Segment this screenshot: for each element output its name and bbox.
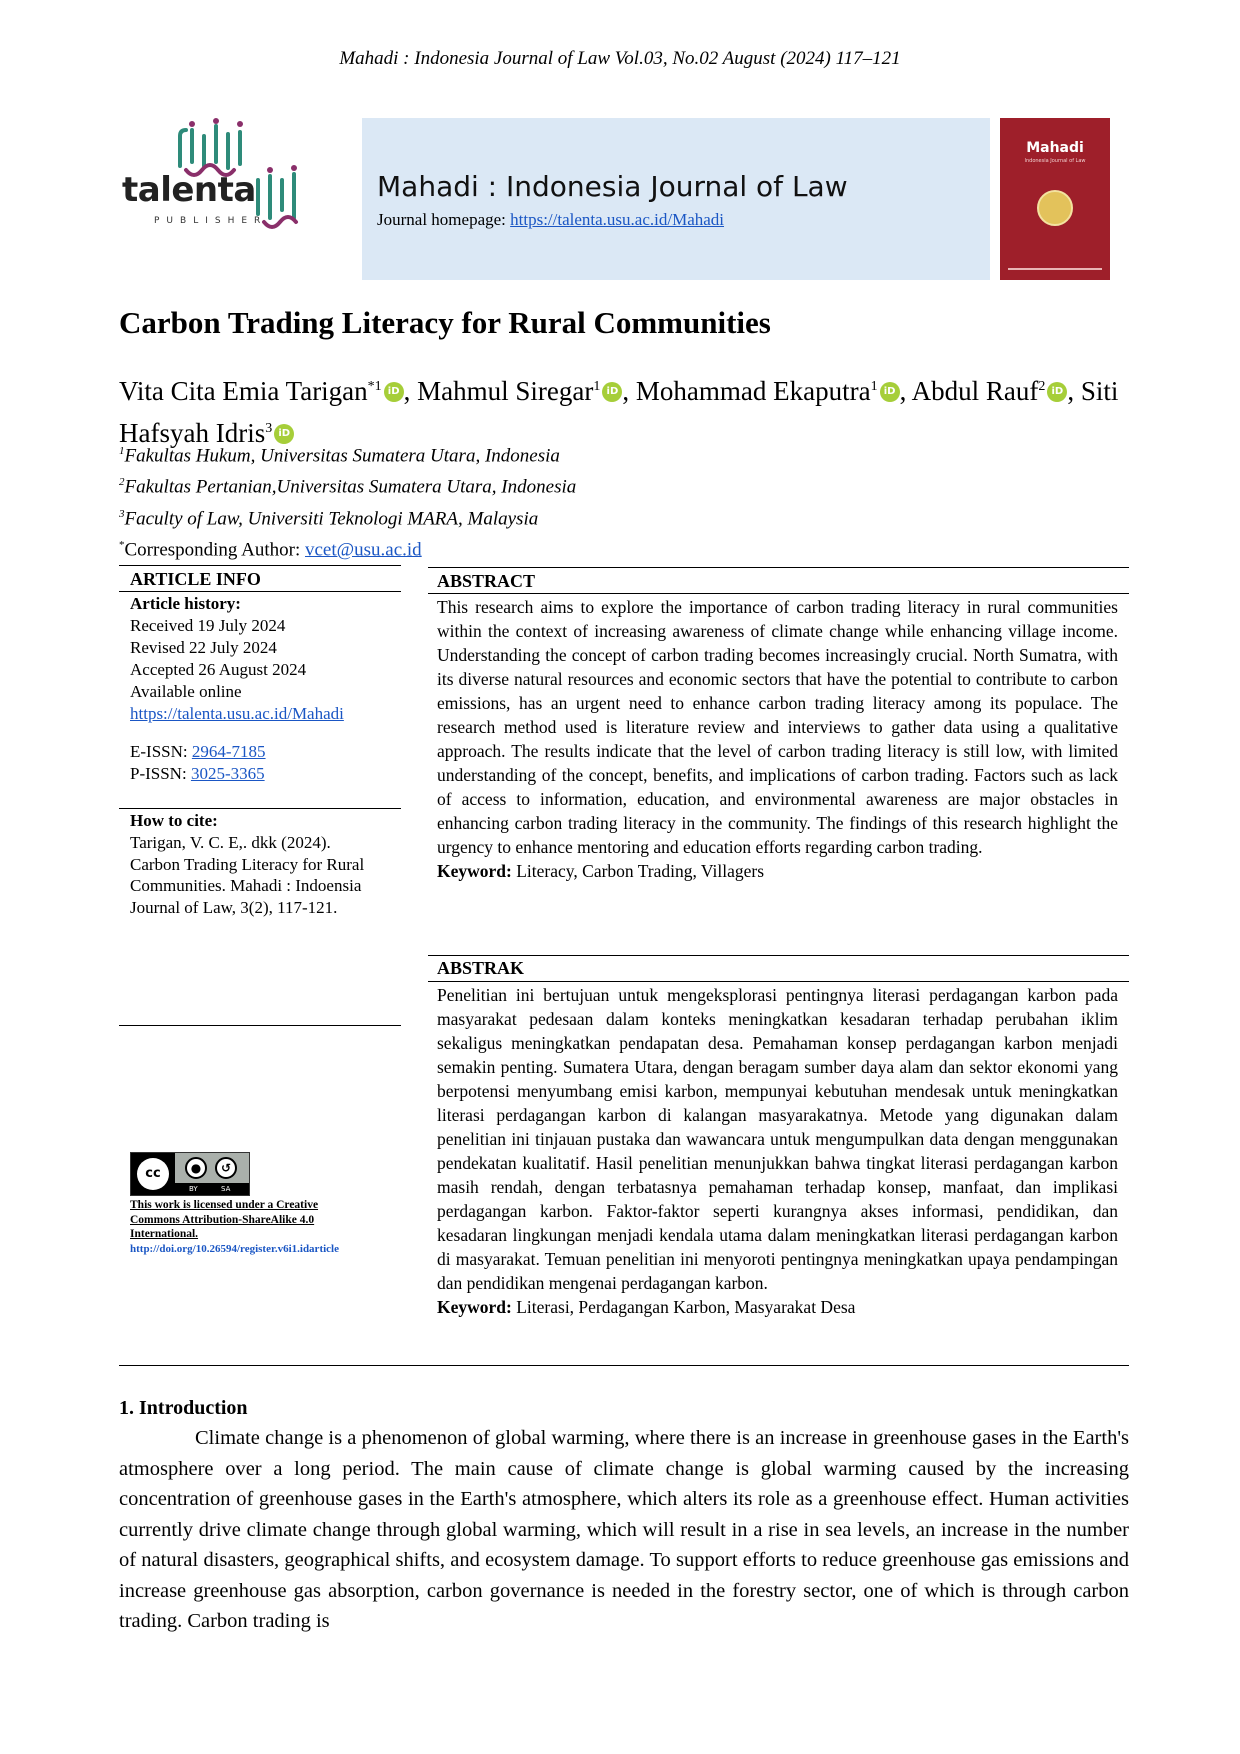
author: Vita Cita Emia Tarigan*1 [119, 376, 382, 406]
corresponding-email-link[interactable]: vcet@usu.ac.id [305, 539, 422, 561]
cc-by-sa-badge[interactable]: cc ● ↺ BY SA [130, 1152, 250, 1196]
divider [428, 955, 1129, 956]
section-heading: 1. Introduction [119, 1397, 248, 1419]
talenta-logo-graphic [178, 118, 298, 229]
journal-cover: Mahadi Indonesia Journal of Law [1000, 118, 1110, 280]
affiliations: 1Fakultas Hukum, Universitas Sumatera Ut… [119, 438, 576, 563]
license-text[interactable]: This work is licensed under a Creative C… [130, 1199, 319, 1240]
share-alike-icon: ↺ [215, 1157, 237, 1179]
logo-wordmark: talenta [122, 170, 256, 210]
abstract-body: This research aims to explore the import… [437, 595, 1118, 883]
history-label: Article history: [130, 594, 241, 613]
running-header: Mahadi : Indonesia Journal of Law Vol.03… [339, 48, 901, 69]
abstrak-body: Penelitian ini bertujuan untuk mengekspl… [437, 983, 1118, 1319]
article-history: Article history: Received 19 July 2024 R… [130, 593, 344, 785]
abstrak-keywords: Keyword: Literasi, Perdagangan Karbon, M… [437, 1297, 856, 1317]
article-title: Carbon Trading Literacy for Rural Commun… [119, 305, 771, 340]
divider [119, 808, 401, 809]
orcid-icon[interactable]: iD [1047, 382, 1068, 402]
abstract-heading: ABSTRACT [437, 571, 536, 591]
divider [119, 1025, 401, 1026]
revised-date: Revised 22 July 2024 [130, 638, 277, 657]
cover-subtitle: Indonesia Journal of Law [1024, 158, 1086, 164]
author: Siti Hafsyah Idris3 [119, 376, 1119, 448]
abstrak-text: Penelitian ini bertujuan untuk mengekspl… [437, 985, 1118, 1293]
affiliation: 1Fakultas Hukum, Universitas Sumatera Ut… [119, 445, 560, 467]
journal-banner: Mahadi : Indonesia Journal of Law Journa… [362, 118, 990, 280]
pissn-link[interactable]: 3025-3365 [190, 764, 265, 783]
available-online: Available online [130, 682, 242, 701]
homepage-link[interactable]: https://talenta.usu.ac.id/Mahadi [510, 210, 725, 229]
abstract-keywords: Keyword: Literacy, Carbon Trading, Villa… [437, 861, 765, 881]
author: Mohammad Ekaputra1 [635, 376, 878, 406]
orcid-icon[interactable]: iD [274, 424, 295, 444]
article-info-heading: ARTICLE INFO [130, 569, 261, 589]
orcid-icon[interactable]: iD [879, 382, 900, 402]
university-seal-icon [1037, 190, 1073, 226]
journal-title: Mahadi : Indonesia Journal of Law [377, 170, 848, 203]
cover-footer-band [1008, 268, 1102, 270]
divider [428, 567, 1129, 568]
cc-icon: cc [137, 1158, 169, 1190]
logo-subtext: PUBLISHER [154, 216, 268, 226]
orcid-icon[interactable]: iD [602, 382, 623, 402]
cover-title: Mahadi [1026, 140, 1084, 156]
divider [119, 565, 401, 566]
by-person-icon: ● [185, 1157, 207, 1179]
eissn: E-ISSN: 2964-7185 [130, 742, 266, 761]
divider [119, 1365, 1129, 1366]
journal-homepage: Journal homepage: https://talenta.usu.ac… [377, 210, 724, 230]
eissn-link[interactable]: 2964-7185 [191, 742, 266, 761]
abstrak-heading: ABSTRAK [437, 958, 525, 978]
online-link[interactable]: https://talenta.usu.ac.id/Mahadi [130, 704, 344, 723]
affiliation: 3Faculty of Law, Universiti Teknologi MA… [119, 507, 539, 529]
orcid-icon[interactable]: iD [383, 382, 404, 402]
divider [428, 593, 1129, 594]
author: Abdul Rauf2 [911, 376, 1046, 406]
doi-link[interactable]: http://doi.org/10.26594/register.v6i1.id… [130, 1243, 339, 1255]
publisher-logo: talenta PUBLISHER [118, 118, 358, 248]
introduction-text: Climate change is a phenomenon of global… [119, 1427, 1129, 1632]
pissn: P-ISSN: 3025-3365 [130, 764, 265, 783]
author: Mahmul Siregar1 [417, 376, 601, 406]
corresponding-author: *Corresponding Author: vcet@usu.ac.id [119, 538, 422, 561]
cite-label: How to cite: [130, 811, 218, 830]
received-date: Received 19 July 2024 [130, 616, 286, 635]
affiliation: 2Fakultas Pertanian,Universitas Sumatera… [119, 476, 577, 498]
homepage-label: Journal homepage: [377, 210, 511, 229]
citation: Tarigan, V. C. E,. dkk (2024). Carbon Tr… [130, 833, 365, 917]
divider [428, 981, 1129, 982]
abstract-text: This research aims to explore the import… [437, 597, 1118, 857]
divider [119, 591, 401, 592]
how-to-cite: How to cite: Tarigan, V. C. E,. dkk (202… [130, 810, 392, 918]
accepted-date: Accepted 26 August 2024 [130, 660, 307, 679]
